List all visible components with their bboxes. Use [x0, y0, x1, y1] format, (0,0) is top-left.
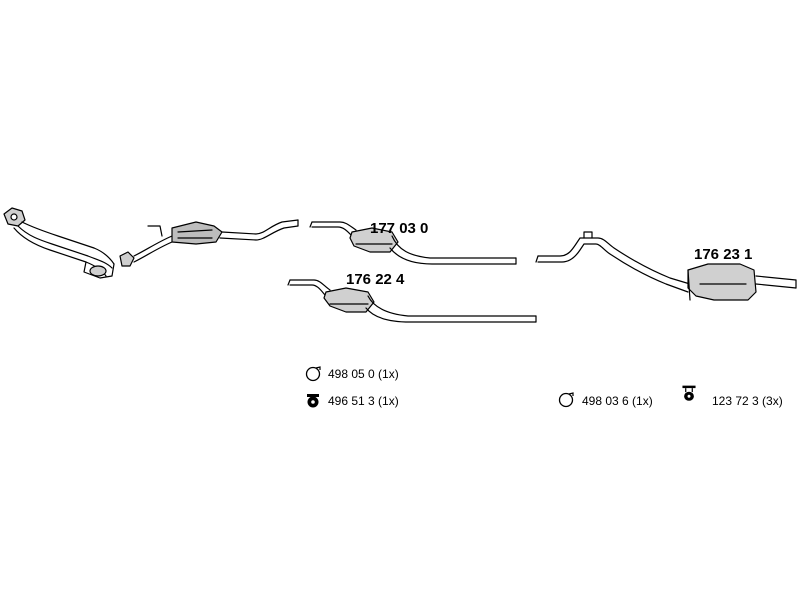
ring-clamp-icon — [305, 366, 321, 382]
accessory-label-498036: 498 03 6 (1x) — [582, 394, 653, 408]
part-number-177030: 177 03 0 — [370, 220, 429, 237]
front-down-pipe — [3, 207, 115, 279]
ring-clamp-icon — [558, 392, 574, 408]
middle-silencer-lower — [287, 279, 537, 323]
accessory-label-123723: 123 72 3 (3x) — [712, 394, 783, 408]
part-number-176231: 176 23 1 — [694, 246, 753, 263]
accessory-label-496513: 496 51 3 (1x) — [328, 394, 399, 408]
part-number-176224: 176 22 4 — [346, 271, 405, 288]
catalytic-converter-pipe — [119, 219, 299, 267]
accessory-label-498050: 498 05 0 (1x) — [328, 367, 399, 381]
rubber-mount-icon — [307, 394, 319, 408]
rear-silencer — [535, 231, 797, 301]
rubber-hanger-icon — [682, 385, 696, 401]
middle-silencer-upper — [309, 221, 517, 265]
